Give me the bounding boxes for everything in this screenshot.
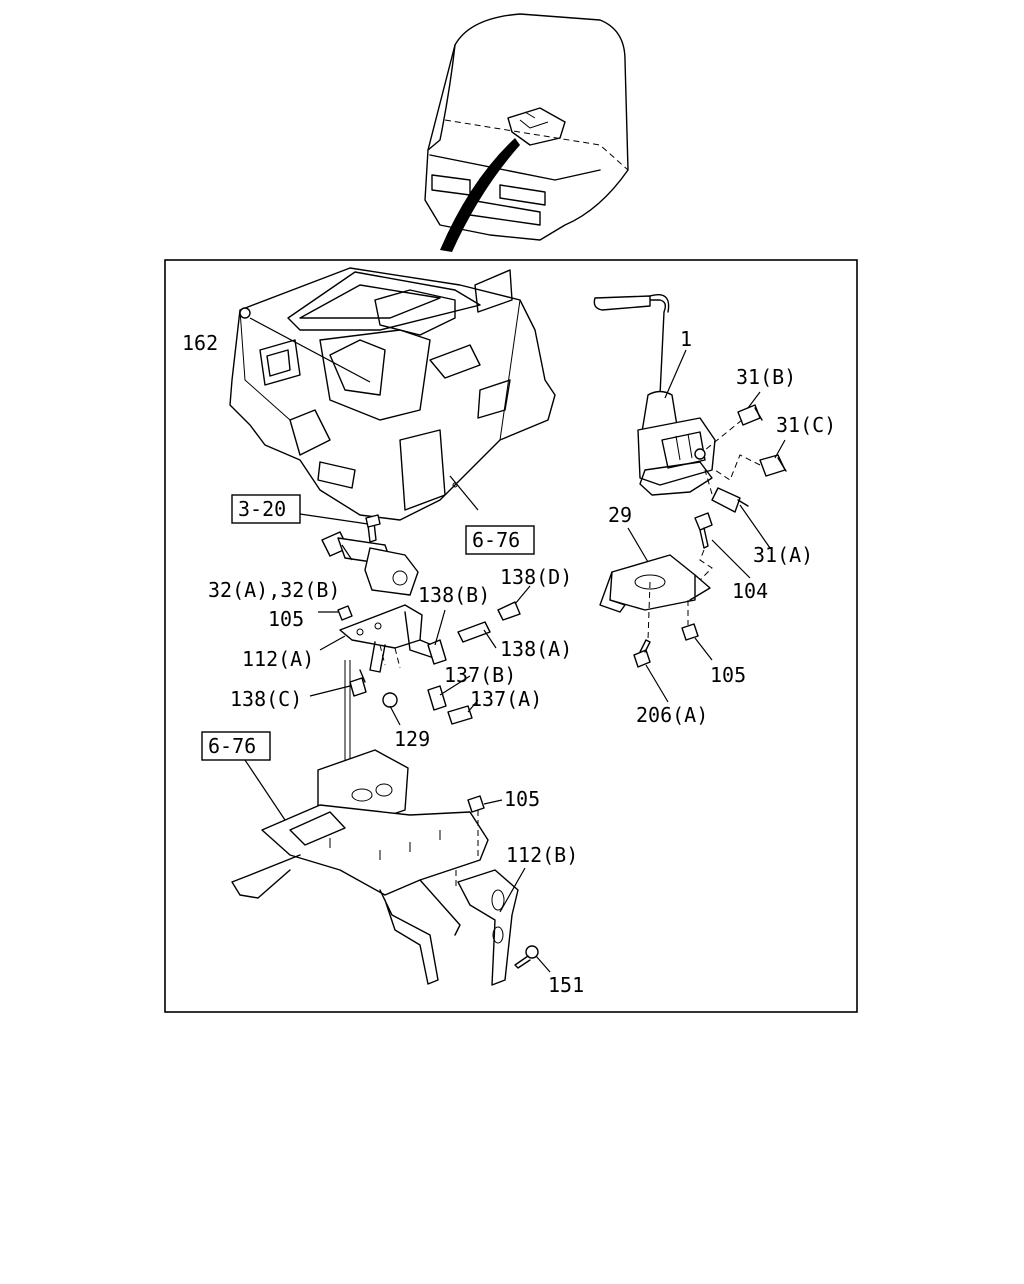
callout-32: 32(A),32(B) — [208, 578, 340, 602]
leader-29 — [627, 527, 649, 563]
leader-105-bottom — [483, 799, 503, 805]
leader-137b — [439, 675, 471, 696]
leader-138b — [434, 609, 446, 646]
callout-29: 29 — [608, 503, 632, 527]
leader-104 — [711, 539, 751, 579]
main-frame — [164, 259, 858, 1013]
callout-129: 129 — [394, 727, 430, 751]
callout-1: 1 — [680, 327, 692, 351]
leader-129 — [389, 705, 401, 726]
ref-box-3-20 — [231, 494, 301, 524]
callout-6-76-bot: 6-76 — [208, 734, 256, 758]
valve-32 — [321, 514, 419, 596]
callout-206a: 206(A) — [636, 703, 708, 727]
leader-138d — [514, 585, 531, 605]
leader-31c — [774, 439, 786, 459]
cab-thumbnail — [424, 13, 629, 241]
leader-151 — [535, 955, 551, 973]
leader-6-76-top — [449, 475, 479, 511]
callout-112b: 112(B) — [506, 843, 578, 867]
switch-31b — [704, 404, 763, 451]
base-plate — [231, 749, 519, 986]
bracket-112a — [339, 604, 441, 673]
callout-6-76-top: 6-76 — [472, 528, 520, 552]
grommet-162 — [239, 307, 251, 319]
leader-6-76-bot — [244, 759, 286, 821]
leader-206a — [645, 664, 669, 703]
callout-137a: 137(A) — [470, 687, 542, 711]
leader-3-20 — [299, 513, 369, 525]
switch-31a — [704, 469, 749, 513]
switch-31c — [714, 454, 787, 481]
callout-151: 151 — [548, 973, 584, 997]
leader-1 — [664, 349, 687, 399]
callout-138c: 138(C) — [230, 687, 302, 711]
fittings-138 — [349, 601, 521, 725]
callout-31a: 31(A) — [753, 543, 813, 567]
nut-105-left — [337, 605, 353, 621]
callout-138b: 138(B) — [418, 583, 490, 607]
bolt-151 — [514, 945, 539, 969]
leader-162 — [249, 317, 371, 383]
ref-box-6-76-bot — [201, 731, 271, 761]
callout-112a: 112(A) — [242, 647, 314, 671]
callout-138a: 138(A) — [500, 637, 572, 661]
console-cover — [229, 267, 556, 521]
leader-31b — [747, 391, 761, 409]
callout-105-left: 105 — [268, 607, 304, 631]
callout-105-right: 105 — [710, 663, 746, 687]
leader-138c — [309, 685, 351, 697]
callout-162: 162 — [182, 331, 218, 355]
pointer-wedge — [440, 138, 520, 252]
nut-105-right — [681, 623, 699, 641]
callout-104: 104 — [732, 579, 768, 603]
leader-32 — [341, 544, 353, 561]
leader-112b — [499, 867, 526, 913]
shift-lever — [593, 294, 716, 496]
callout-31b: 31(B) — [736, 365, 796, 389]
callout-137b: 137(B) — [444, 663, 516, 687]
bolt-104 — [694, 512, 713, 581]
bolt-206a — [633, 639, 651, 668]
leader-105-right — [694, 637, 713, 661]
callout-105-bottom: 105 — [504, 787, 540, 811]
bracket-29 — [599, 554, 711, 641]
callout-3-20: 3-20 — [238, 497, 286, 521]
leader-138a — [483, 629, 497, 649]
leader-137a — [467, 699, 479, 713]
leader-31a — [739, 504, 771, 549]
leader-112a — [319, 635, 346, 651]
ref-box-6-76-top — [465, 525, 535, 555]
callout-138d: 138(D) — [500, 565, 572, 589]
nut-105-bottom — [467, 795, 485, 813]
callout-31c: 31(C) — [776, 413, 836, 437]
